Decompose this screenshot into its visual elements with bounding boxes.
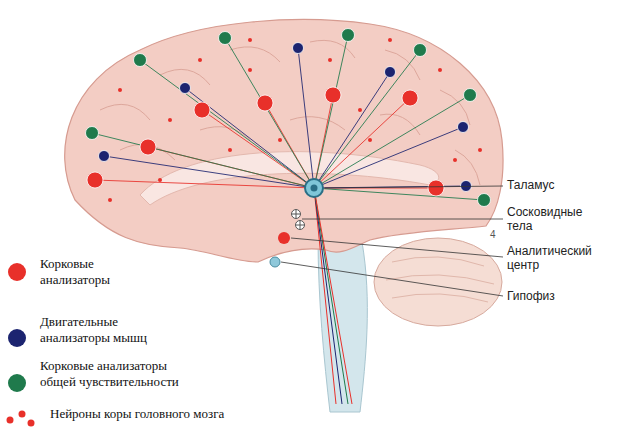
cerebellum-folia [386,257,494,302]
legend-swatch [8,263,26,281]
cerebrum [65,20,503,262]
legend-swatch [8,374,26,392]
corpus-callosum [140,152,439,205]
projection-lines [92,35,484,404]
neuron-legend-dots [7,411,35,427]
pituitary [270,257,280,267]
structure-label: Гипофиз [507,289,617,303]
structure-label: Сосковидные тела [507,205,597,234]
thalamus [305,179,323,197]
cortex-dots [86,29,491,207]
analytic-center [278,232,290,244]
legend-text: Нейроны коры головного мозга [50,406,280,422]
thalamus-core [311,185,318,192]
legend-text: Корковые анализаторы общей чувствительно… [40,358,200,389]
leader-lines [281,186,503,296]
legend-swatch [8,329,26,347]
callout-number: 4 [490,229,504,241]
legend-text: Корковые анализаторы [40,256,150,287]
structure-label: Аналитический центр [507,244,617,273]
mammillary-bodies [292,210,305,230]
legend-text: Двигательные анализаторы мышц [40,314,165,345]
structure-label: Таламус [507,178,617,192]
